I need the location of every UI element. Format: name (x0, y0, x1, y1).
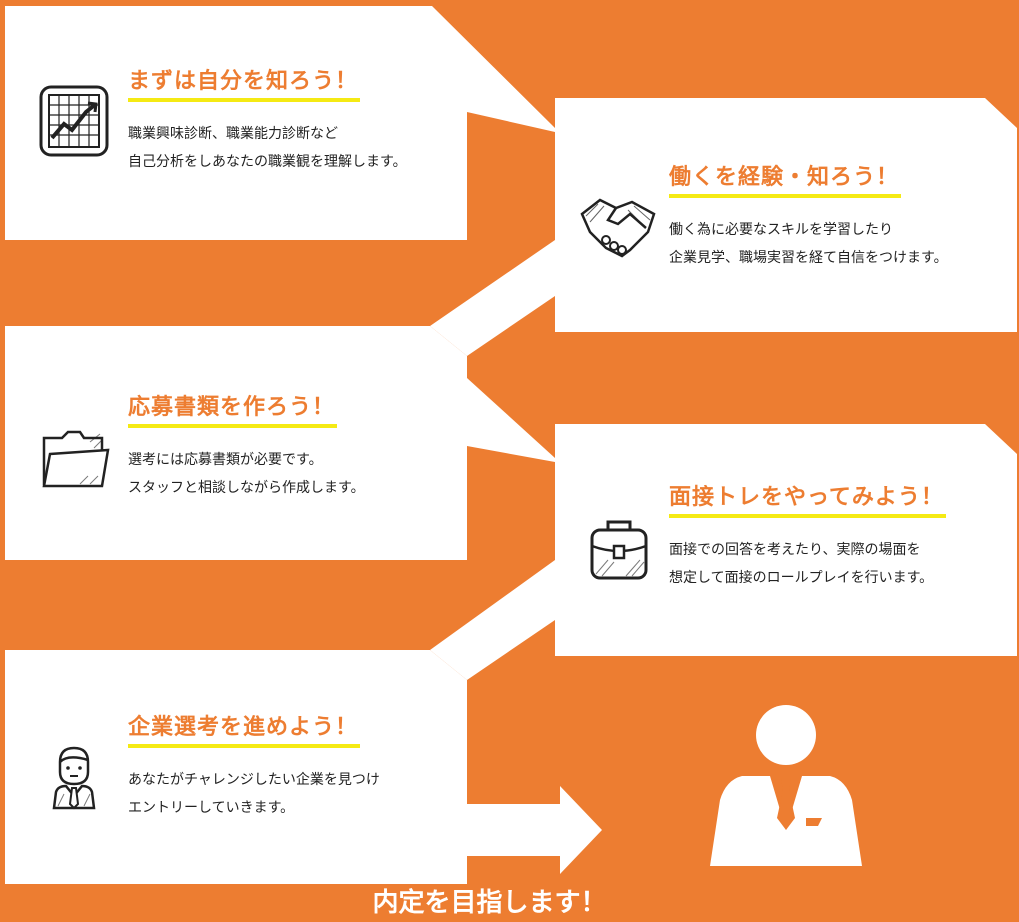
step-card-4 (430, 424, 1017, 680)
goal-label: 内定を目指します！ (0, 882, 1019, 919)
step-5-text: 企業選考を進めよう！ あなたがチャレンジしたい企業を見つけ エントリーしていきま… (128, 714, 380, 822)
handshake-icon (578, 192, 658, 266)
step-title: 面接トレをやってみよう！ (669, 484, 946, 518)
step-card-3 (5, 326, 555, 560)
goal-label-text: 内定を目指します！ (372, 888, 607, 918)
step-desc-line: あなたがチャレンジしたい企業を見つけ (128, 772, 380, 788)
step-desc-line: 想定して面接のロールプレイを行います。 (669, 570, 934, 586)
step-desc-line: 面接での回答を考えたり、実際の場面を (669, 542, 921, 558)
step-2-text: 働くを経験・知ろう！ 働く為に必要なスキルを学習したり 企業見学、職場実習を経て… (669, 164, 948, 272)
step-desc-line: 自己分析をしあなたの職業観を理解します。 (128, 154, 407, 170)
step-title: まずは自分を知ろう！ (128, 68, 361, 102)
step-desc-line: 選考には応募書類が必要です。 (128, 452, 323, 468)
step-1-text: まずは自分を知ろう！ 職業興味診断、職業能力診断など 自己分析をしあなたの職業観… (128, 68, 407, 176)
step-card-5 (5, 650, 467, 884)
briefcase-icon (588, 516, 650, 586)
folder-icon (40, 428, 110, 494)
step-4-text: 面接トレをやってみよう！ 面接での回答を考えたり、実際の場面を 想定して面接のロ… (669, 484, 946, 592)
step-title: 企業選考を進めよう！ (128, 714, 361, 748)
goal-arrow (467, 786, 602, 874)
step-3-text: 応募書類を作ろう！ 選考には応募書類が必要です。 スタッフと相談しながら作成しま… (128, 394, 365, 502)
step-card-1 (5, 6, 555, 240)
businessman-icon (710, 705, 862, 866)
chart-icon (38, 84, 110, 162)
person-icon (50, 744, 98, 814)
step-desc-line: スタッフと相談しながら作成します。 (128, 480, 365, 496)
step-title: 働くを経験・知ろう！ (669, 164, 902, 198)
step-card-2 (430, 98, 1017, 356)
step-desc-line: 企業見学、職場実習を経て自信をつけます。 (669, 250, 948, 266)
step-desc-line: エントリーしていきます。 (128, 800, 295, 816)
step-desc-line: 職業興味診断、職業能力診断など (128, 126, 338, 142)
step-desc-line: 働く為に必要なスキルを学習したり (669, 222, 893, 238)
step-title: 応募書類を作ろう！ (128, 394, 338, 428)
